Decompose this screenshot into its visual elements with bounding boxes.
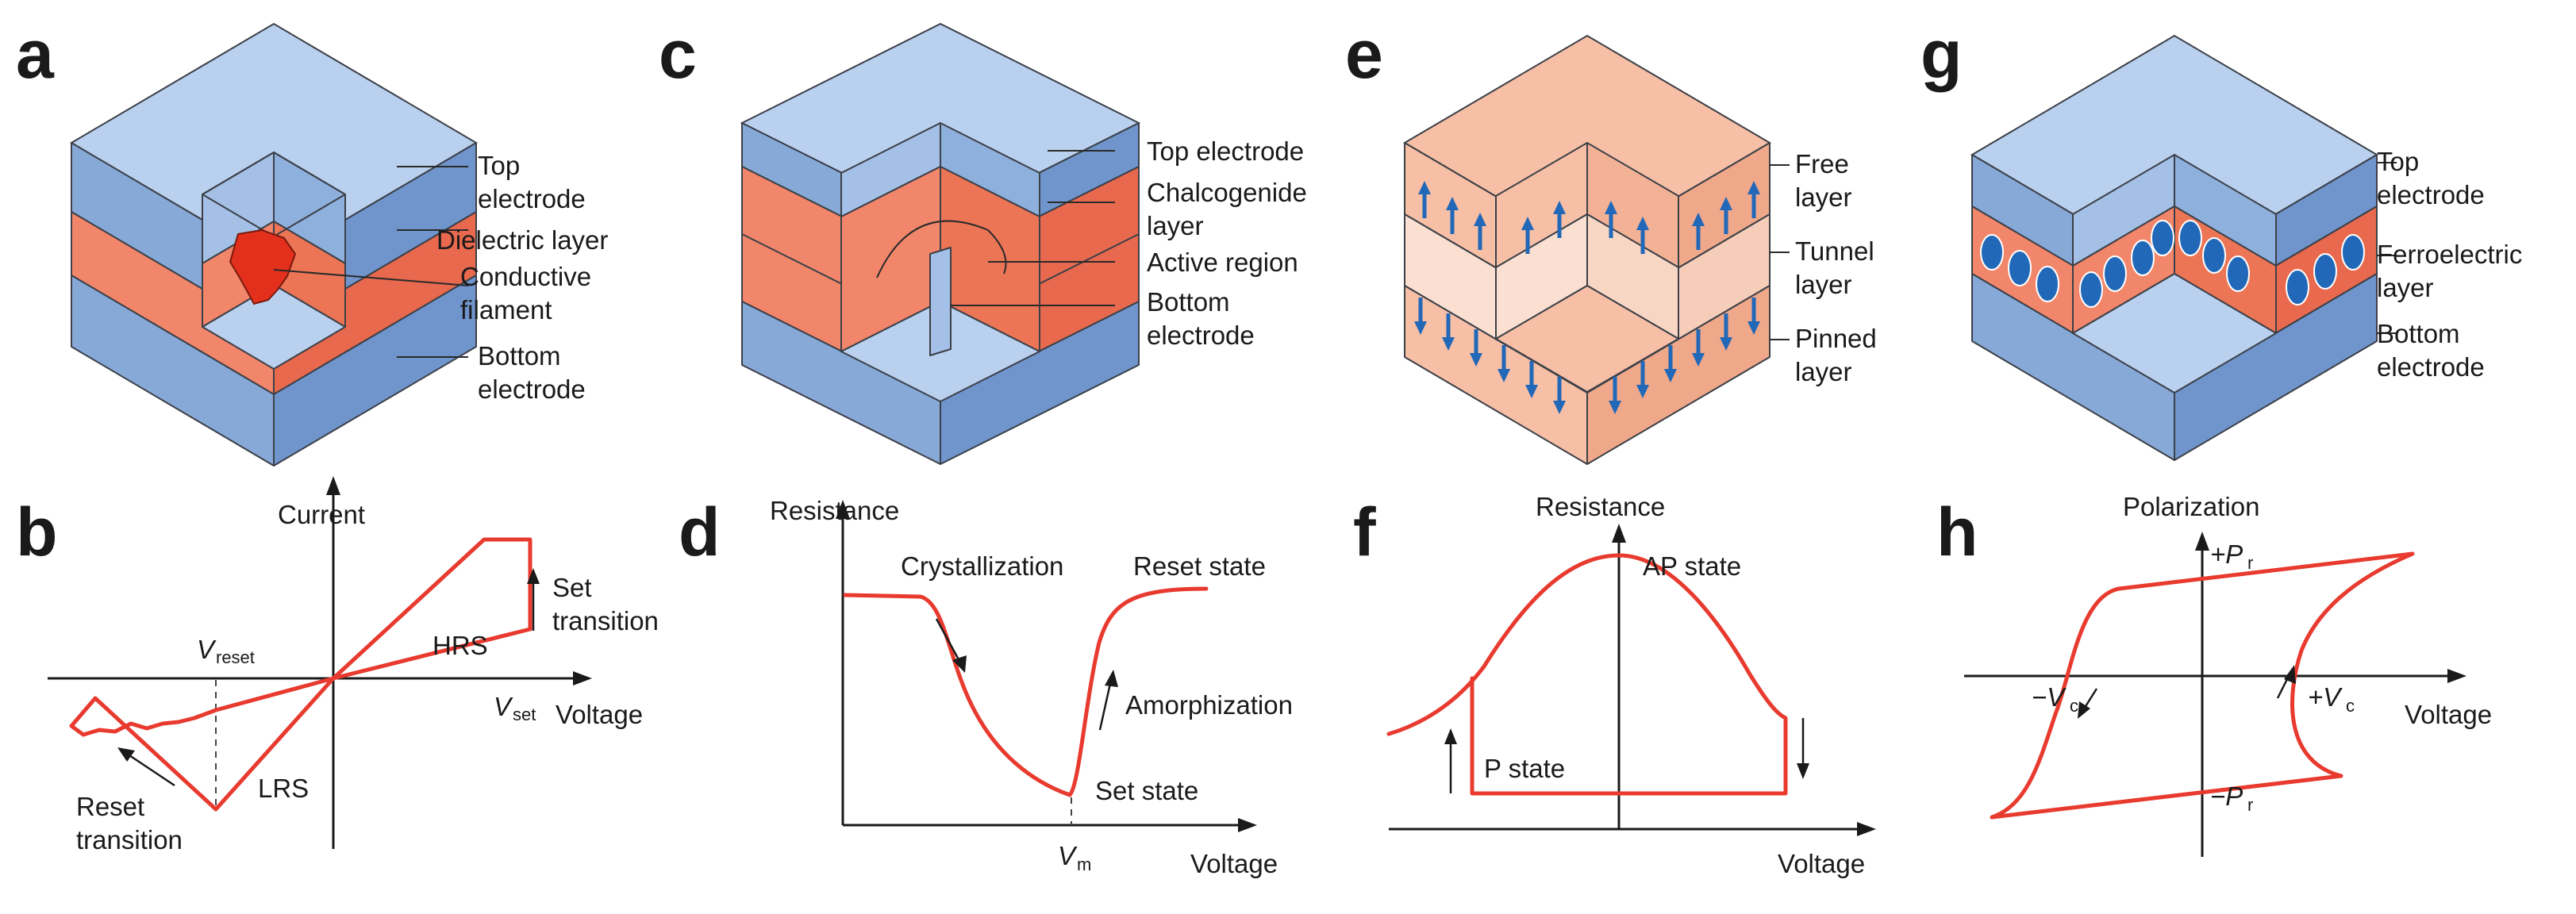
panel-letter-a: a — [16, 17, 55, 93]
d-amorphization: Amorphization — [1125, 690, 1293, 720]
label-ferro-1: Ferroelectric — [2377, 240, 2522, 269]
d-reset-state: Reset state — [1133, 551, 1266, 581]
label-top-electrode-g-1: Top — [2377, 147, 2419, 176]
label-filament-2: filament — [460, 295, 552, 325]
b-reset-transition-1: Reset — [76, 792, 144, 821]
b-lrs: LRS — [258, 774, 309, 803]
h-minus-vc-sub: c — [2070, 696, 2078, 716]
b-y-axis-label: Current — [278, 500, 365, 529]
h-x-axis-label: Voltage — [2405, 700, 2492, 729]
label-pinned-1: Pinned — [1795, 324, 1877, 353]
h-y-axis-label: Polarization — [2123, 492, 2259, 521]
h-minus-vc: −V — [2032, 682, 2067, 712]
panel-g: g — [1920, 17, 2522, 461]
free-layer-spins-up — [1418, 181, 1760, 254]
label-chalcogenide-2: layer — [1147, 211, 1204, 240]
f-ap-state: AP state — [1643, 551, 1741, 581]
label-free-2: layer — [1795, 182, 1852, 212]
label-chalcogenide-1: Chalcogenide — [1147, 178, 1307, 207]
label-bottom-electrode-g-1: Bottom — [2377, 319, 2460, 348]
h-plus-pr: +P — [2210, 540, 2243, 569]
notch-opening — [202, 152, 346, 237]
panel-d: d Resistance Voltage Crystallization Res… — [679, 494, 1293, 878]
label-top-electrode-a-1: Top — [478, 151, 520, 180]
label-ferro-2: layer — [2377, 273, 2434, 302]
label-bottom-electrode-g-2: electrode — [2377, 352, 2485, 382]
panel-letter-b: b — [16, 494, 58, 570]
label-active-region: Active region — [1147, 248, 1298, 277]
d-x-axis-label: Voltage — [1190, 849, 1278, 878]
panel-letter-e: e — [1345, 17, 1383, 93]
conductive-filament — [229, 228, 297, 305]
panel-letter-c: c — [659, 17, 697, 93]
label-dielectric: Dielectric layer — [436, 225, 608, 255]
label-filament-1: Conductive — [460, 262, 591, 291]
label-tunnel-2: layer — [1795, 270, 1852, 299]
rram-cube — [70, 22, 478, 467]
ferro-hysteresis-loop — [1990, 551, 2415, 820]
d-set-state: Set state — [1095, 776, 1198, 805]
panel-letter-d: d — [679, 494, 721, 570]
h-plus-pr-sub: r — [2247, 553, 2253, 573]
ferroelectric-dipoles — [1980, 220, 2365, 308]
f-y-axis-label: Resistance — [1536, 492, 1665, 521]
label-free-1: Free — [1795, 149, 1849, 179]
b-set-transition-2: transition — [552, 606, 659, 636]
h-plus-vc: +V — [2308, 682, 2343, 712]
d-vm-sub: m — [1077, 854, 1091, 874]
notch-floor — [202, 284, 346, 370]
label-bottom-electrode-a-2: electrode — [478, 374, 586, 404]
label-tunnel-1: Tunnel — [1795, 236, 1874, 266]
b-v-reset-sub: reset — [216, 647, 255, 667]
label-bottom-electrode-a-1: Bottom — [478, 341, 561, 371]
panel-e: e — [1345, 17, 1877, 465]
feram-cube — [1970, 34, 2378, 461]
b-set-transition-1: Set — [552, 573, 592, 602]
h-plus-vc-sub: c — [2346, 696, 2355, 716]
panel-c: c Top electrode Chalcogenide layer Activ… — [659, 17, 1307, 465]
b-v-reset: V — [197, 635, 217, 664]
label-bottom-electrode-c-2: electrode — [1147, 321, 1255, 350]
panel-letter-g: g — [1920, 17, 1963, 93]
bottom-electrode-right-side — [273, 275, 477, 467]
label-bottom-electrode-c-1: Bottom — [1147, 287, 1230, 317]
mtj-rv-curve — [1386, 553, 1788, 796]
panel-b: b Current Voltage V reset V set HRS LRS … — [16, 476, 659, 854]
label-pinned-2: layer — [1795, 357, 1852, 386]
mtj-cube — [1403, 34, 1771, 465]
pcm-cube — [740, 22, 1141, 465]
panel-a: a Top electrode Dielectric layer Conduct… — [16, 17, 608, 467]
b-x-axis-label: Voltage — [556, 700, 643, 729]
label-top-electrode-a-2: electrode — [478, 184, 586, 213]
panel-f: f Resistance Voltage AP state P state — [1353, 492, 1876, 878]
h-minus-pr: −P — [2210, 782, 2243, 811]
d-vm: V — [1058, 841, 1078, 870]
f-p-state: P state — [1484, 754, 1565, 783]
b-reset-transition-2: transition — [76, 825, 183, 854]
d-y-axis-label: Resistance — [770, 496, 899, 525]
panel-h: h Polarization Voltage +P r −P r −V c +V… — [1936, 492, 2492, 857]
f-x-axis-label: Voltage — [1778, 849, 1865, 878]
b-hrs: HRS — [433, 631, 488, 660]
d-crystallization: Crystallization — [901, 551, 1063, 581]
b-v-set-sub: set — [513, 705, 536, 724]
rram-iv-curve — [69, 537, 533, 812]
h-minus-pr-sub: r — [2247, 795, 2253, 815]
pinned-layer-spins-down — [1414, 298, 1760, 414]
pcm-heater — [929, 247, 952, 356]
b-v-set: V — [494, 692, 513, 721]
panel-letter-h: h — [1936, 494, 1978, 570]
panel-letter-f: f — [1353, 494, 1376, 570]
label-top-electrode-c: Top electrode — [1147, 136, 1304, 166]
label-top-electrode-g-2: electrode — [2377, 180, 2485, 209]
